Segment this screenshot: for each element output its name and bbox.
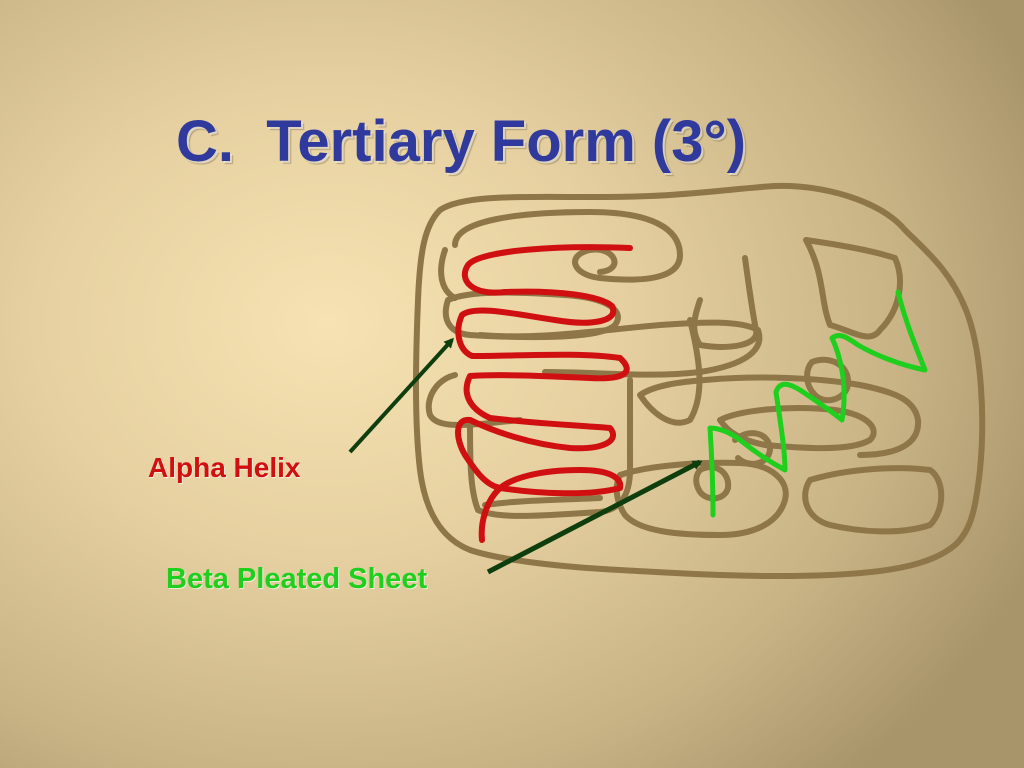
- beta-sheet-label: Beta Pleated Sheet: [166, 563, 428, 595]
- protein-backbone-outline: [413, 182, 986, 580]
- outer-boundary-loop: [413, 182, 986, 580]
- lower-loop: [613, 459, 789, 538]
- small-circle-right: [804, 356, 852, 404]
- beta-sheet-pointer-arrow: [486, 459, 703, 575]
- right-lower-loop: [802, 465, 945, 535]
- mid-fold: [637, 317, 922, 458]
- slide-title: C. Tertiary Form (3°): [176, 109, 747, 174]
- beta-pleated-sheet: [707, 289, 928, 518]
- alpha-helix-pointer-arrow: [348, 337, 455, 454]
- right-zigzag-fold: [803, 237, 903, 340]
- inner-oval: [717, 405, 877, 452]
- small-circle-center: [732, 430, 773, 467]
- alpha-helix-label: Alpha Helix: [148, 452, 301, 483]
- small-circle-left: [693, 464, 732, 502]
- alpha-helix: [455, 244, 633, 543]
- bottom-inner-band: [482, 495, 603, 508]
- left-side-inner-loop: [438, 247, 458, 301]
- upper-right-hook: [691, 255, 760, 350]
